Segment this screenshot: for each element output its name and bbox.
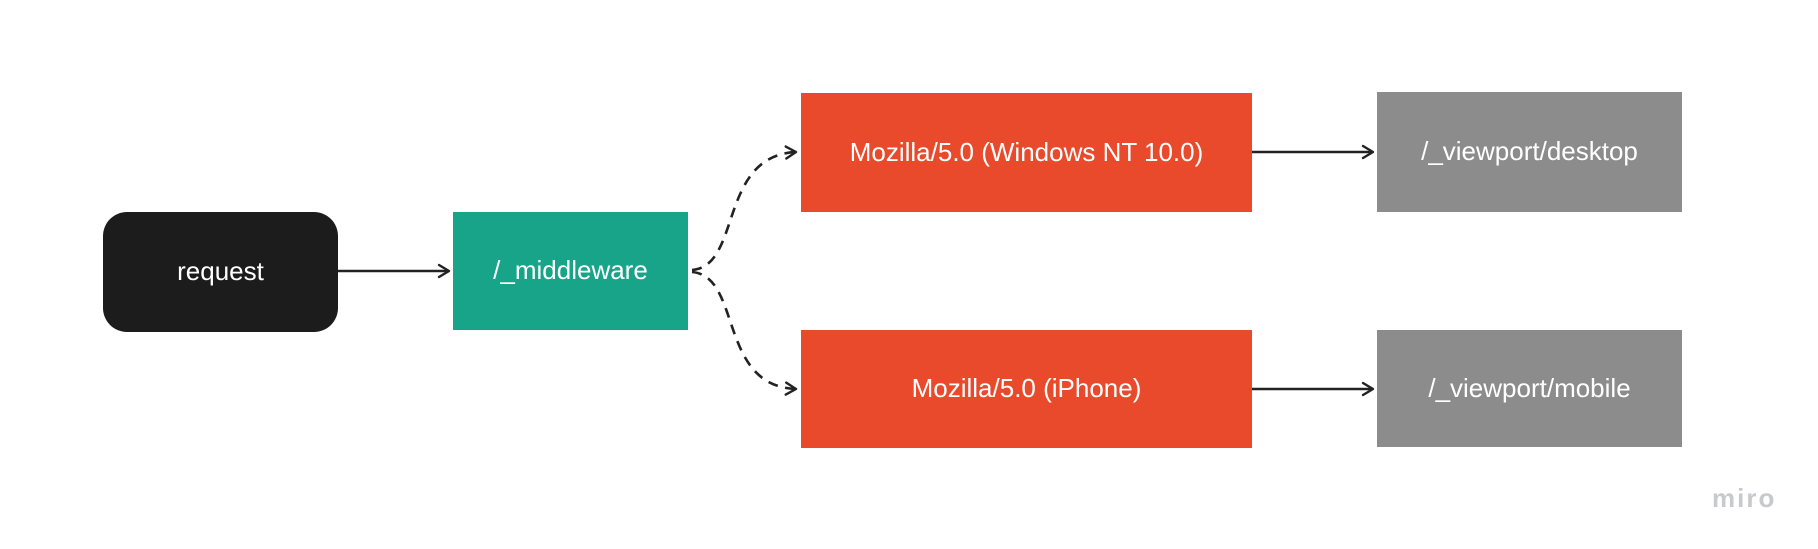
edge-middleware-ua-desktop [691,145,798,272]
miro-logo: miro [1712,483,1777,513]
node-user-agent-desktop-label: Mozilla/5.0 (Windows NT 10.0) [849,136,1204,167]
node-request-label: request [177,256,264,287]
node-user-agent-mobile-label: Mozilla/5.0 (iPhone) [911,373,1142,404]
node-middleware[interactable]: /_middleware [453,212,688,330]
node-request[interactable]: request [103,212,338,332]
node-viewport-desktop-label: /_viewport/desktop [1421,136,1638,167]
node-viewport-mobile-label: /_viewport/mobile [1428,372,1631,403]
node-user-agent-desktop[interactable]: Mozilla/5.0 (Windows NT 10.0) [801,93,1252,212]
node-middleware-label: /_middleware [493,255,648,286]
edge-middleware-ua-mobile [691,270,798,396]
node-user-agent-mobile[interactable]: Mozilla/5.0 (iPhone) [801,330,1252,448]
node-viewport-mobile[interactable]: /_viewport/mobile [1377,330,1682,447]
node-viewport-desktop[interactable]: /_viewport/desktop [1377,92,1682,212]
